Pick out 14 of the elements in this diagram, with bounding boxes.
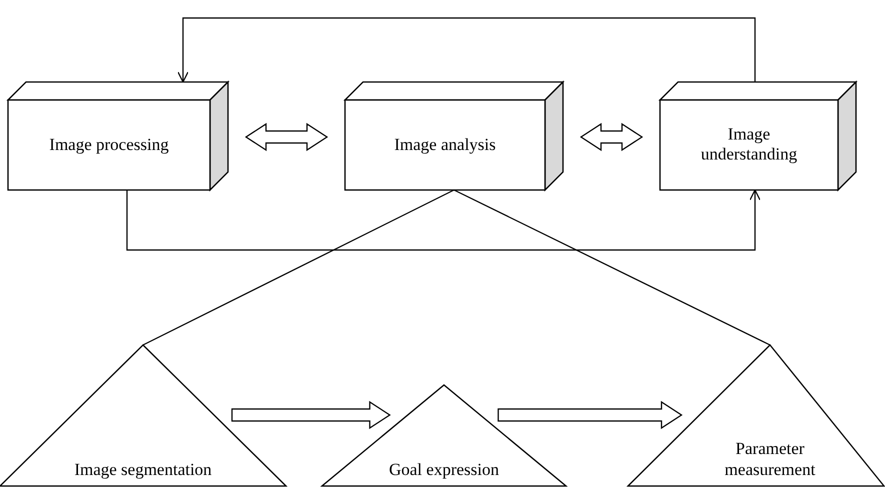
block-arrow [231, 400, 391, 430]
stage-triangle [322, 385, 566, 486]
arrow [177, 17, 756, 83]
arrow [126, 189, 761, 251]
stage-triangle [628, 345, 884, 486]
connector-line [454, 189, 770, 346]
block-arrow [498, 400, 683, 430]
node-label: Parameter measurement [724, 439, 816, 480]
double-arrow [244, 122, 328, 152]
node-label: Image segmentation [73, 460, 213, 480]
node-label: Goal expression [388, 460, 500, 480]
double-arrow [580, 122, 644, 152]
stage-triangle [0, 345, 286, 486]
connector-line [142, 189, 454, 346]
